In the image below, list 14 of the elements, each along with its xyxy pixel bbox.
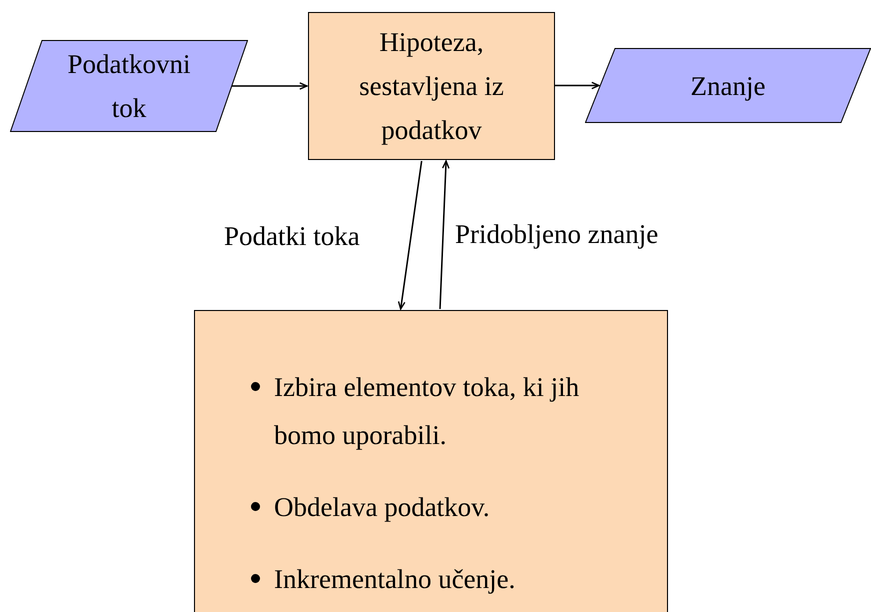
node-label: Hipoteza, sestavljena iz podatkov: [358, 26, 505, 147]
arrow: [232, 82, 308, 90]
bullet-text: Izbira elementov toka, ki jih bomo uporabili.: [274, 371, 580, 452]
node-label: Znanje: [690, 70, 766, 103]
arrow: [439, 160, 450, 310]
process-box: [308, 12, 555, 160]
bullet-text: Inkrementalno učenje.: [274, 563, 516, 596]
data-parallelogram: [585, 48, 871, 123]
arrow: [555, 82, 600, 90]
node-label: Podatkovni tok: [66, 48, 192, 125]
process-box: [194, 310, 668, 612]
bullet-text: Obdelava podatkov.: [274, 491, 491, 524]
data-parallelogram: [10, 40, 248, 132]
arrow: [398, 160, 422, 310]
